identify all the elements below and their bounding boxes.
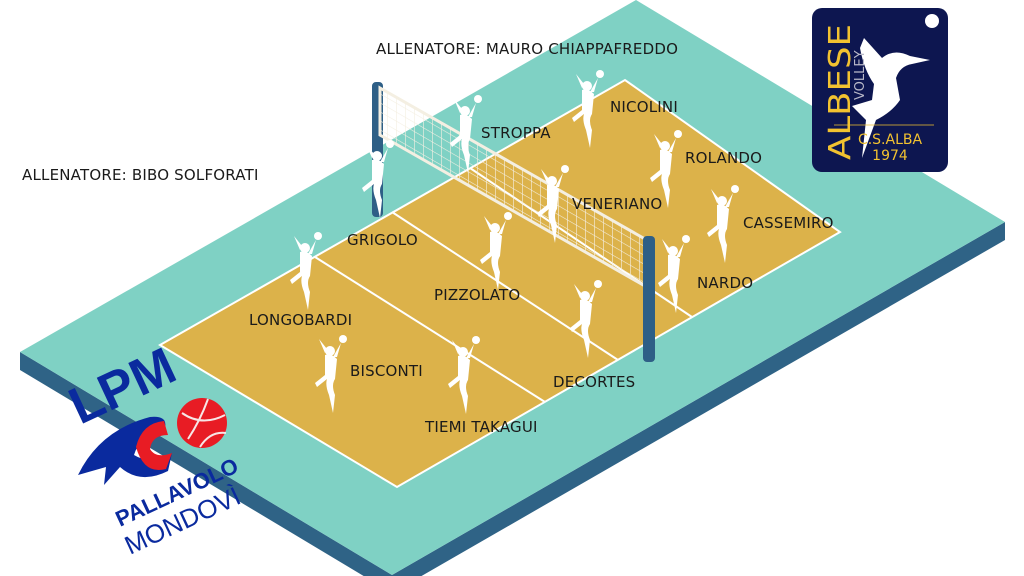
albese-volley-logo: ALBESE VOLLEY C.S.ALBA 1974 — [812, 8, 948, 172]
player-label: STROPPA — [481, 124, 551, 142]
player-label: NARDO — [697, 274, 754, 292]
player-label: DECORTES — [553, 373, 636, 391]
player-label: NICOLINI — [610, 98, 678, 116]
net-post-right — [643, 236, 655, 362]
albese-sub: VOLLEY — [853, 50, 868, 100]
player-label: TIEMI TAKAGUI — [425, 418, 538, 436]
albese-year: 1974 — [872, 148, 908, 164]
coach-albese: ALLENATORE: MAURO CHIAPPAFREDDO — [376, 40, 679, 58]
center-line — [391, 211, 619, 361]
player-label: CASSEMIRO — [743, 214, 834, 232]
coach-mondovi: ALLENATORE: BIBO SOLFORATI — [22, 166, 259, 184]
player-label: GRIGOLO — [347, 231, 418, 249]
attack-line-left — [314, 256, 546, 403]
player-label: LONGOBARDI — [249, 311, 353, 329]
player-label: BISCONTI — [350, 362, 423, 380]
player-label: PIZZOLATO — [434, 286, 521, 304]
lpm-pallavolo-mondovi-logo: LPM PALLAVOLO MONDOVÌ — [60, 335, 260, 565]
player-label: VENERIANO — [572, 195, 663, 213]
albese-club: C.S.ALBA — [858, 132, 923, 148]
player-label: ROLANDO — [685, 149, 763, 167]
albese-name: ALBESE — [823, 24, 858, 160]
lpm-name: LPM — [61, 337, 185, 436]
